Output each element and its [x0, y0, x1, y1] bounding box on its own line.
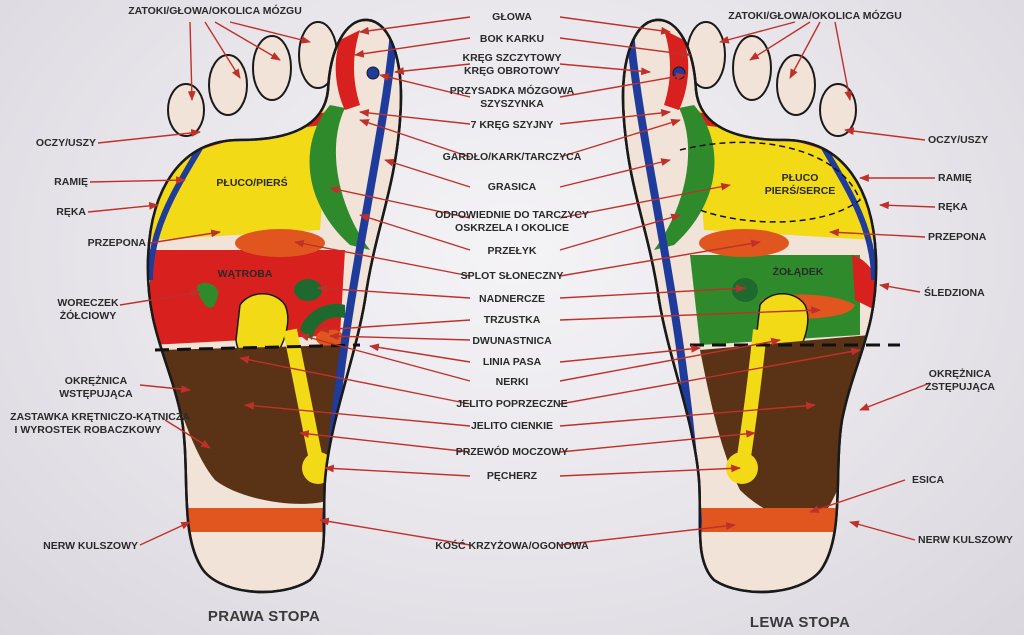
- label-woreczek-1: WORECZEK: [57, 297, 119, 309]
- label-zastawka-1: ZASTAWKA KRĘTNICZO-KĄTNICZA: [10, 411, 190, 423]
- label-przysadka: PRZYSADKA MÓZGOWA: [449, 85, 575, 97]
- label-ramie-left: RAMIĘ: [54, 176, 88, 188]
- left-spleen: [852, 255, 877, 310]
- label-przewod: PRZEWÓD MOCZOWY: [455, 446, 569, 458]
- label-watroba: WĄTROBA: [217, 268, 273, 280]
- label-gardlo: GARDŁO/KARK/TARCZYCA: [442, 151, 582, 163]
- label-dwunastnica: DWUNASTNICA: [472, 335, 552, 347]
- right-gallbladder: [197, 283, 219, 308]
- left-toe-5: [819, 83, 857, 137]
- label-zastawka-2: I WYROSTEK ROBACZKOWY: [14, 424, 162, 436]
- label-jelito-cienkie: JELITO CIENKIE: [470, 420, 554, 432]
- left-solar-plexus: [699, 229, 789, 257]
- label-krag-obrotowy: KRĘG OBROTOWY: [463, 65, 561, 77]
- label-pluco: PŁUCO: [781, 172, 819, 184]
- label-oczy-right: OCZY/USZY: [928, 134, 989, 146]
- left-throat-zone: [654, 105, 715, 250]
- right-duodenum: [300, 303, 345, 340]
- right-foot: [146, 18, 403, 594]
- label-przelyk: PRZEŁYK: [487, 245, 537, 257]
- label-zatoki-right: ZATOKI/GŁOWA/OKOLICA MÓZGU: [728, 10, 902, 22]
- label-nerki: NERKI: [495, 376, 529, 388]
- right-throat-zone: [309, 105, 370, 250]
- right-toe-4: [208, 54, 248, 116]
- left-toe-3: [732, 35, 772, 101]
- label-szyszynka: SZYSZYNKA: [480, 98, 544, 110]
- label-okreznica-w-1: OKRĘŻNICA: [64, 375, 128, 387]
- right-neck-side: [335, 30, 360, 110]
- title-lewa-stopa: LEWA STOPA: [749, 614, 851, 631]
- label-grasica: GRASICA: [487, 181, 537, 193]
- left-toe-4: [776, 54, 816, 116]
- label-nadnercze: NADNERCZE: [479, 293, 545, 305]
- label-odpowiednie-2: OSKRZELA I OKOLICE: [455, 222, 569, 234]
- label-nerw-right: NERW KULSZOWY: [918, 534, 1013, 546]
- label-woreczek-2: ŻÓŁCIOWY: [59, 310, 117, 322]
- label-zoladek: ŻOŁĄDEK: [772, 266, 824, 278]
- label-okreznica-z-1: OKRĘŻNICA: [928, 368, 992, 380]
- left-shoulder-line: [821, 146, 877, 281]
- label-glowa: GŁOWA: [492, 11, 532, 23]
- left-heart-dash: [679, 141, 861, 223]
- label-trzustka: TRZUSTKA: [483, 314, 541, 326]
- left-foot-outline-top: [621, 18, 878, 594]
- label-reka-left: RĘKA: [56, 206, 86, 218]
- left-foot: [621, 18, 878, 594]
- label-linia-pasa: LINIA PASA: [482, 356, 542, 368]
- pointer-arrows: [87, 16, 936, 546]
- left-adrenal: [732, 278, 758, 302]
- label-splot: SPLOT SŁONECZNY: [460, 270, 564, 282]
- label-ramie-right: RAMIĘ: [938, 172, 972, 184]
- label-esica: ESICA: [912, 474, 945, 486]
- label-okreznica-z-2: ZSTĘPUJĄCA: [924, 381, 996, 393]
- label-reka-right: RĘKA: [938, 201, 968, 213]
- label-pluco-piers: PŁUCO/PIERŚ: [216, 177, 288, 189]
- right-adrenal: [294, 279, 322, 301]
- label-przepona-right: PRZEPONA: [928, 231, 987, 243]
- label-pecherz: PĘCHERZ: [486, 470, 538, 482]
- waist-line-right: [154, 343, 361, 352]
- right-solar-plexus: [235, 229, 325, 257]
- label-kosc: KOŚĆ KRZYŻOWA/OGONOWA: [435, 540, 589, 552]
- label-bok-karku: BOK KARKU: [479, 33, 545, 45]
- label-okreznica-w-2: WSTĘPUJĄCA: [59, 388, 133, 400]
- right-shoulder-line: [147, 146, 203, 281]
- label-piers-serce: PIERŚ/SERCE: [764, 185, 836, 197]
- right-foot-outline-top: [146, 18, 403, 594]
- label-krag-szczytowy: KRĘG SZCZYTOWY: [462, 52, 562, 64]
- right-toe-3: [252, 35, 292, 101]
- label-odpowiednie-1: ODPOWIEDNIE DO TARCZYCY: [435, 209, 589, 221]
- label-krag-szyjny: 7 KRĘG SZYJNY: [470, 119, 554, 131]
- label-oczy-left: OCZY/USZY: [35, 137, 96, 149]
- right-pituitary-dot: [366, 66, 380, 80]
- title-prawa-stopa: PRAWA STOPA: [207, 608, 321, 625]
- right-toe-5: [167, 83, 205, 137]
- label-jelito-poprzeczne: JELITO POPRZECZNE: [456, 398, 568, 410]
- label-sledziona: ŚLEDZIONA: [924, 287, 985, 299]
- left-bladder: [726, 452, 758, 484]
- label-zatoki-left: ZATOKI/GŁOWA/OKOLICA MÓZGU: [128, 5, 302, 17]
- label-nerw-left: NERW KULSZOWY: [43, 540, 138, 552]
- label-przepona-left: PRZEPONA: [87, 237, 146, 249]
